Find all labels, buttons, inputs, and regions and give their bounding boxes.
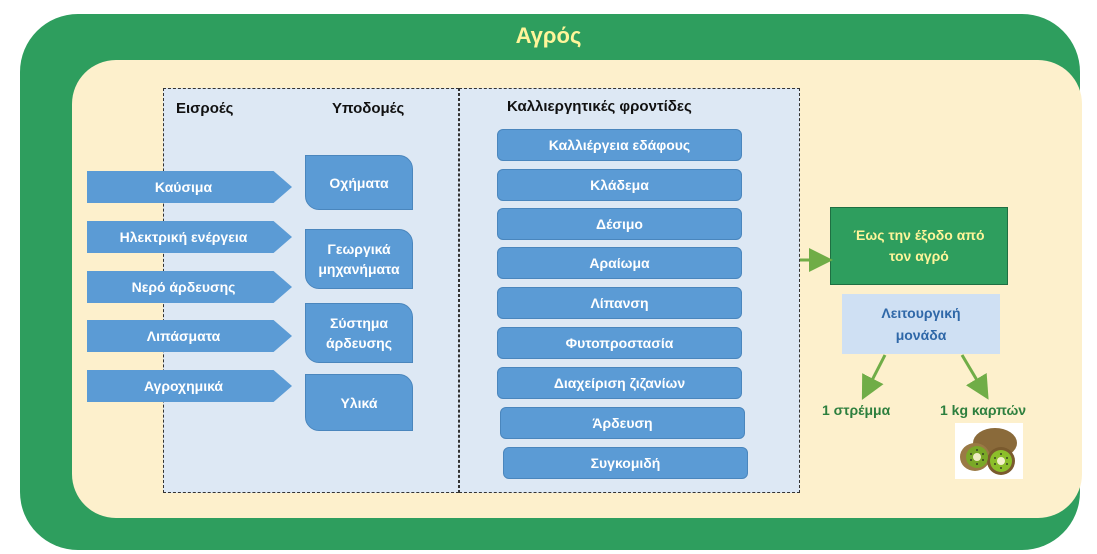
input-arrow-irrigation-water: Νερό άρδευσης <box>87 271 292 303</box>
task-thinning: Αραίωμα <box>497 247 742 279</box>
task-pruning: Κλάδεμα <box>497 169 742 201</box>
input-arrow-agrochemicals: Αγροχημικά <box>87 370 292 402</box>
unit-area-label: 1 στρέμμα <box>822 402 891 418</box>
farm-gate-box: Έως την έξοδο από τον αγρό <box>830 207 1008 285</box>
infrastructure-header: Υποδομές <box>332 100 405 117</box>
field-title: Αγρός <box>515 23 582 48</box>
functional-unit-box: Λειτουργική μονάδα <box>842 294 1000 354</box>
task-soil-cultivation: Καλλιέργεια εδάφους <box>497 129 742 161</box>
task-irrigation: Άρδευση <box>500 407 745 439</box>
to-mass-unit-arrow <box>960 354 989 400</box>
infra-materials: Υλικά <box>305 374 413 431</box>
infra-machinery: Γεωργικά μηχανήματα <box>305 229 413 289</box>
infra-vehicles: Οχήματα <box>305 155 413 210</box>
input-arrow-fuel: Καύσιμα <box>87 171 292 203</box>
to-area-unit-arrow <box>861 354 887 401</box>
task-weed-management: Διαχείριση ζιζανίων <box>497 367 742 399</box>
kiwi-image <box>955 423 1023 479</box>
task-harvest: Συγκομιδή <box>503 447 748 479</box>
task-tying: Δέσιμο <box>497 208 742 240</box>
task-fertilization: Λίπανση <box>497 287 742 319</box>
unit-mass-label: 1 kg καρπών <box>940 402 1027 418</box>
inputs-header: Εισροές <box>176 100 234 117</box>
input-arrow-fertilizers: Λιπάσματα <box>87 320 292 352</box>
input-arrow-electricity: Ηλεκτρική ενέργεια <box>87 221 292 253</box>
infra-irrigation-system: Σύστημα άρδευσης <box>305 303 413 363</box>
cultivation-header: Καλλιεργητικές φροντίδες <box>507 98 692 115</box>
task-plant-protection: Φυτοπροστασία <box>497 327 742 359</box>
